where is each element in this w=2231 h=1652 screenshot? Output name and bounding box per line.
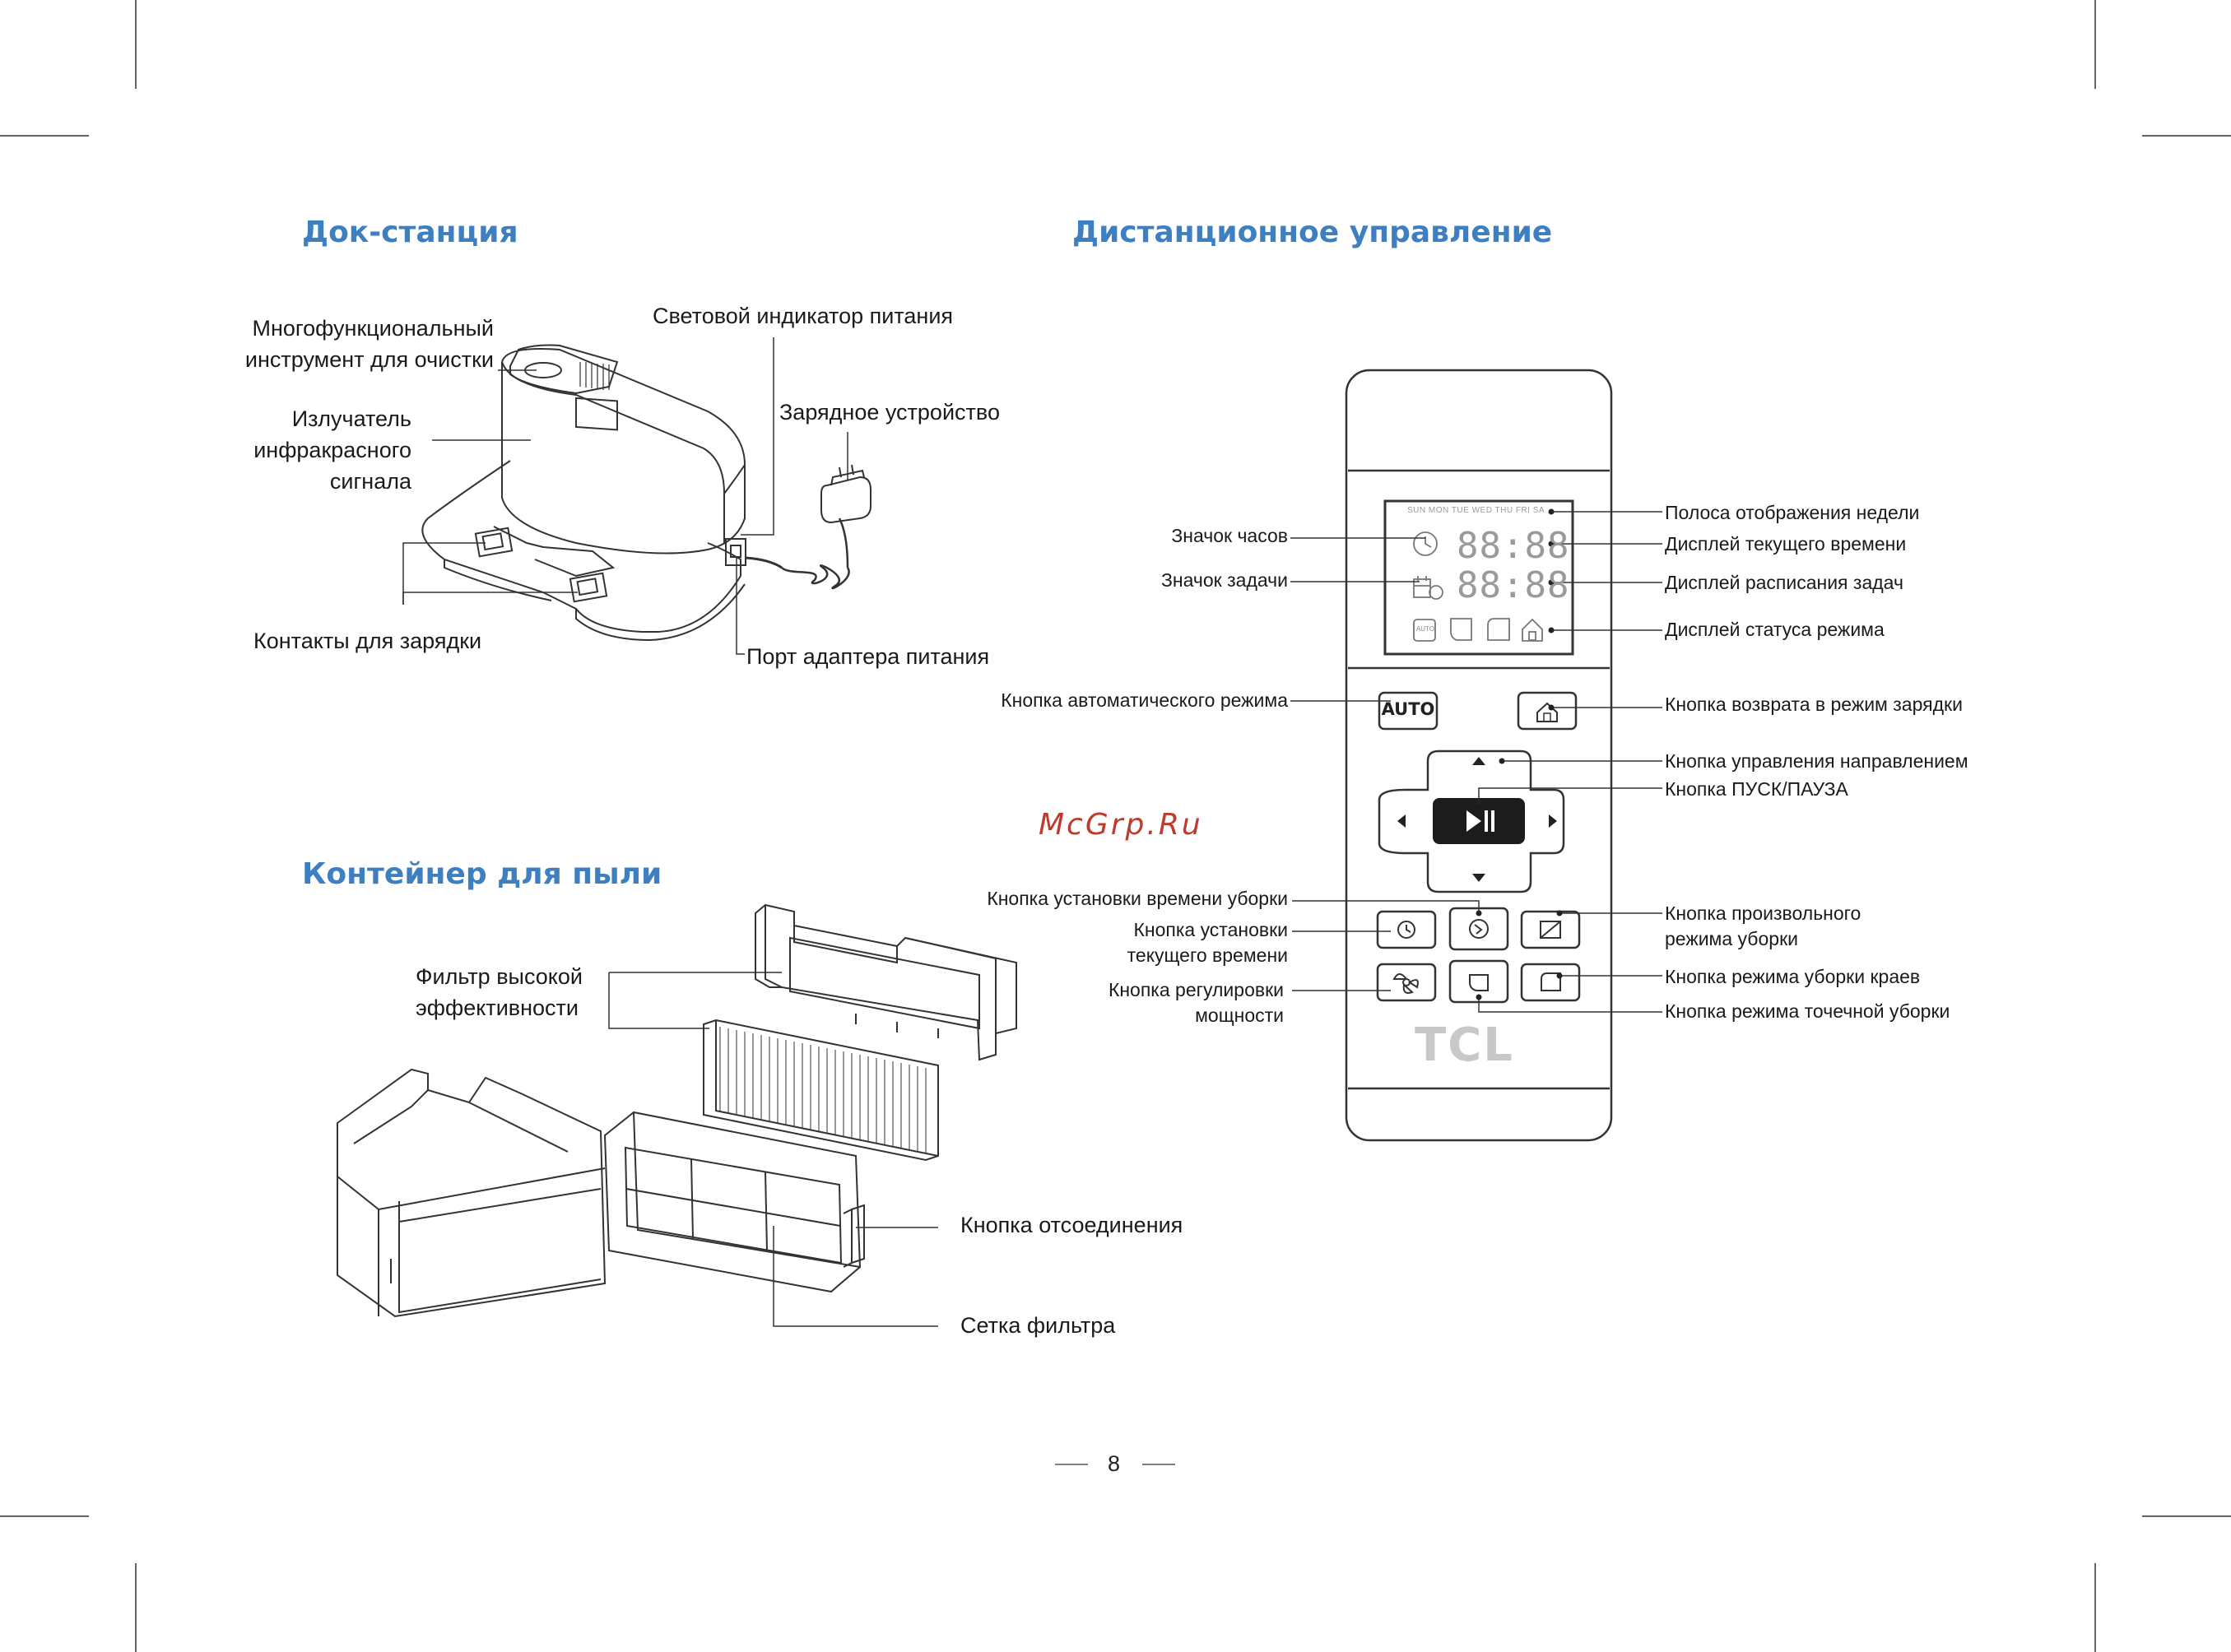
spot-mode-button[interactable]	[1450, 961, 1508, 1002]
power-fan-button[interactable]	[1378, 964, 1435, 1000]
label-week-strip: Полоса отображения недели	[1665, 502, 1920, 523]
label-set-clean-time: Кнопка установки времени уборки	[987, 888, 1288, 909]
label-mode-display: Дисплей статуса режима	[1665, 619, 1885, 640]
label-edge-mode: Кнопка режима уборки краев	[1665, 966, 1921, 987]
label-return-charge: Кнопка возврата в режим зарядки	[1665, 694, 1963, 715]
label-charging-contacts: Контакты для зарядки	[253, 629, 482, 653]
lcd-auto-icon: AUTO	[1415, 625, 1435, 633]
watermark: McGrp.Ru	[1039, 808, 1203, 842]
random-mode-button[interactable]	[1522, 912, 1579, 948]
auto-button[interactable]: AUTO	[1381, 699, 1435, 719]
label-set-current-time: Кнопка установки текущего времени	[1127, 919, 1288, 966]
set-clean-time-button[interactable]	[1450, 908, 1508, 949]
edge-mode-button[interactable]	[1522, 964, 1579, 1000]
label-charger: Зарядное устройство	[779, 400, 1000, 425]
label-spot-mode: Кнопка режима точечной уборки	[1665, 1000, 1950, 1022]
leader-dots	[1476, 508, 1563, 1000]
remote-leader-lines	[1290, 511, 1662, 1013]
arrow-left-icon	[1397, 814, 1406, 828]
page-number: 8	[1108, 1451, 1121, 1476]
arrow-right-icon	[1549, 814, 1557, 828]
dock-station-drawing	[421, 344, 871, 642]
label-power-adjust: Кнопка регулировки мощности	[1108, 979, 1284, 1026]
label-time-display: Дисплей текущего времени	[1665, 533, 1907, 555]
label-ir-emitter: Излучатель инфракрасного сигнала	[253, 406, 411, 494]
label-play-pause: Кнопка ПУСК/ПАУЗА	[1665, 778, 1848, 800]
label-adapter-port: Порт адаптера питания	[746, 644, 990, 669]
label-auto-mode: Кнопка автоматического режима	[1001, 689, 1288, 711]
set-current-time-button[interactable]	[1378, 912, 1435, 948]
dust-bin-drawing	[337, 903, 1017, 1318]
remote-drawing	[1345, 369, 1613, 1142]
dust-leader-lines	[608, 972, 938, 1327]
lcd-week-strip: SUN MON TUE WED THU FRI SA	[1407, 506, 1545, 515]
dpad-arrows	[1397, 757, 1557, 882]
dock-leader-lines	[402, 337, 848, 655]
hepa-pleats	[719, 1027, 927, 1153]
label-random-mode: Кнопка произвольного режима уборки	[1665, 903, 1861, 949]
pause-icon	[1485, 810, 1488, 832]
label-direction: Кнопка управления направлением	[1665, 750, 1968, 772]
label-cleaning-tool: Многофункциональный инструмент для очист…	[244, 316, 494, 372]
remote-title: Дистанционное управление	[1072, 216, 1553, 249]
label-power-led: Световой индикатор питания	[653, 304, 954, 328]
home-return-button[interactable]	[1518, 693, 1576, 729]
arrow-down-icon	[1472, 874, 1485, 882]
label-schedule-display: Дисплей расписания задач	[1665, 572, 1903, 593]
dock-title: Док-станция	[302, 216, 518, 249]
label-release-button: Кнопка отсоединения	[960, 1213, 1183, 1237]
label-clock-icon: Значок часов	[1171, 525, 1288, 546]
arrow-up-icon	[1472, 757, 1485, 765]
dust-title: Контейнер для пыли	[302, 857, 662, 891]
lcd-time-digits: 88:88	[1457, 525, 1570, 567]
label-hepa-filter: Фильтр высокой эффективности	[416, 964, 583, 1020]
play-icon	[1466, 810, 1481, 832]
label-filter-mesh: Сетка фильтра	[960, 1313, 1116, 1338]
brand-logo: TCL	[1415, 1019, 1514, 1072]
label-task-icon: Значок задачи	[1161, 569, 1288, 591]
lcd-schedule-digits: 88:88	[1457, 564, 1570, 606]
